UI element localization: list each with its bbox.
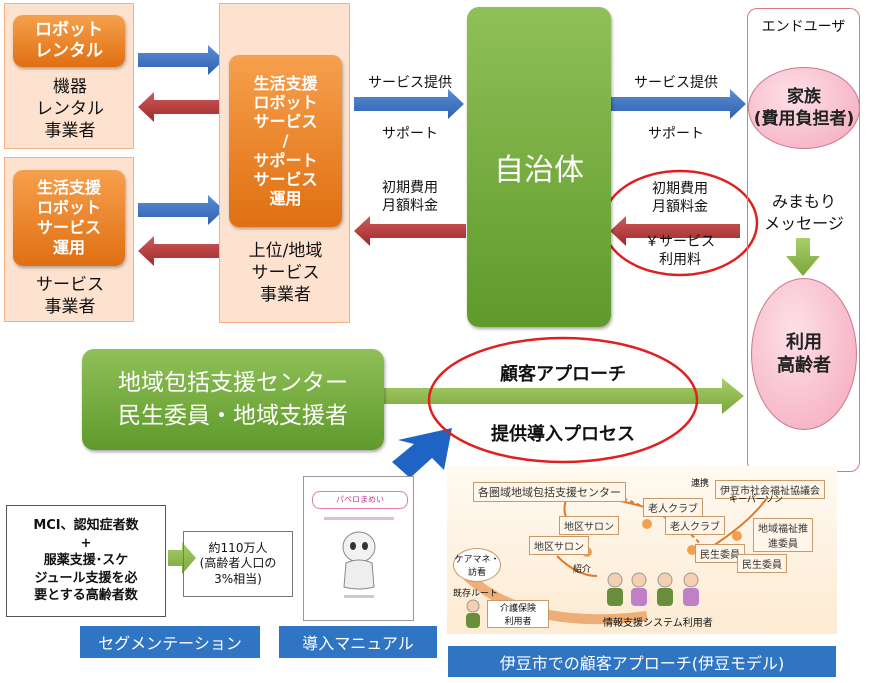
end-user-title: エンドユーザ bbox=[761, 19, 846, 35]
izu-system-users-label: 情報支援システム利用者 bbox=[603, 618, 713, 629]
service-provider-box: 生活支援 ロボット サービス 運用 サービス 事業者 bbox=[4, 157, 134, 322]
izu-welfare-label: 地域福祉推 進委員 bbox=[753, 518, 813, 552]
elderly-people-icon bbox=[466, 572, 699, 628]
arrow-segment-to-result bbox=[168, 542, 196, 574]
izu-insurance-label: 介護保険 利用者 bbox=[487, 600, 549, 628]
upper-service-button[interactable]: 生活支援 ロボット サービス / サポート サービス 運用 bbox=[229, 55, 342, 227]
izu-renkei-label: 連携 bbox=[691, 479, 710, 489]
izu-keyperson-label: キーパーソン bbox=[729, 495, 783, 505]
manual-cover-subline bbox=[324, 517, 394, 520]
support-label-left: サポート bbox=[382, 126, 438, 142]
izu-minsei-1: 民生委員 bbox=[695, 544, 745, 563]
robot-icon bbox=[342, 531, 376, 590]
fees-label-right: 初期費用 月額料金 bbox=[652, 181, 708, 215]
upper-provider-box: 生活支援 ロボット サービス / サポート サービス 運用 上位/地域 サービス… bbox=[219, 3, 350, 323]
arrow-municipality-to-upper bbox=[354, 216, 466, 246]
service-provide-label-left: サービス提供 bbox=[368, 75, 452, 91]
intro-process-label: 提供導入プロセス bbox=[491, 424, 635, 445]
arrow-family-to-elderly bbox=[786, 238, 820, 276]
arrow-center-to-enduser bbox=[362, 378, 744, 414]
manual-label: 導入マニュアル bbox=[279, 626, 437, 658]
support-center-box[interactable]: 地域包括支援センター 民生委員・地域支援者 bbox=[82, 349, 384, 450]
robot-rental-button[interactable]: ロボット レンタル bbox=[13, 15, 125, 67]
service-provider-label: サービス 事業者 bbox=[36, 275, 104, 318]
arrow-family-to-municipality bbox=[610, 216, 740, 246]
elderly-oval[interactable]: 利用 高齢者 bbox=[751, 278, 857, 430]
service-provide-label-right: サービス提供 bbox=[634, 75, 718, 91]
manual-cover-title: パペロまめい bbox=[312, 491, 408, 509]
manual-cover[interactable]: パペロまめい bbox=[303, 476, 414, 621]
izu-model-label: 伊豆市での顧客アプローチ(伊豆モデル) bbox=[448, 646, 836, 677]
izu-model-diagram: 各圏域地域包括支援センター 連携 伊豆市社会福祉協議会 キーパーソン 地区サロン… bbox=[447, 466, 837, 634]
watch-message-label: みまもり メッセージ bbox=[764, 192, 844, 234]
municipality-box[interactable]: 自治体 bbox=[467, 7, 611, 327]
arrow-izu-to-approach bbox=[392, 428, 452, 478]
izu-club-2: 老人クラブ bbox=[665, 516, 725, 535]
segmentation-label: セグメンテーション bbox=[80, 626, 260, 658]
arrow-rental-to-upper bbox=[138, 45, 224, 75]
arrow-service-to-upper bbox=[138, 195, 224, 225]
arrow-upper-to-rental bbox=[138, 92, 224, 122]
arrow-upper-to-service bbox=[138, 236, 224, 266]
family-oval[interactable]: 家族 (費用負担者) bbox=[748, 67, 860, 149]
izu-salon-1: 地区サロン bbox=[559, 516, 619, 535]
izu-caremana-label: ケアマネ・ 訪看 bbox=[453, 548, 501, 582]
upper-provider-label: 上位/地域 サービス 事業者 bbox=[248, 241, 323, 306]
service-operation-button[interactable]: 生活支援 ロボット サービス 運用 bbox=[13, 170, 125, 266]
arrow-municipality-to-family bbox=[610, 89, 746, 119]
manual-cover-footer bbox=[344, 595, 374, 598]
service-fee-label: ￥サービス 利用料 bbox=[645, 234, 715, 268]
izu-minsei-2: 民生委員 bbox=[737, 554, 787, 573]
support-label-right: サポート bbox=[648, 126, 704, 142]
rental-provider-box: ロボット レンタル 機器 レンタル 事業者 bbox=[4, 3, 134, 149]
segmentation-result-box: 約110万人 (高齢者人口の 3%相当) bbox=[183, 531, 293, 597]
arrow-upper-to-municipality bbox=[354, 89, 464, 119]
izu-intro-label: 紹介 bbox=[573, 565, 592, 575]
fees-label-left: 初期費用 月額料金 bbox=[382, 180, 438, 214]
izu-council-label: 伊豆市社会福祉協議会 bbox=[715, 480, 825, 499]
izu-existing-route: 既存ルート bbox=[453, 589, 499, 599]
izu-club-1: 老人クラブ bbox=[643, 498, 703, 517]
izu-salon-2: 地区サロン bbox=[529, 536, 589, 555]
izu-center-label: 各圏域地域包括支援センター bbox=[473, 482, 626, 502]
segmentation-criteria-box: MCI、認知症者数 + 服薬支援･スケ ジュール支援を必 要とする高齢者数 bbox=[6, 505, 166, 617]
customer-approach-label: 顧客アプローチ bbox=[500, 364, 626, 385]
highlight-ring-approach bbox=[427, 336, 699, 464]
rental-provider-label: 機器 レンタル 事業者 bbox=[36, 77, 104, 142]
